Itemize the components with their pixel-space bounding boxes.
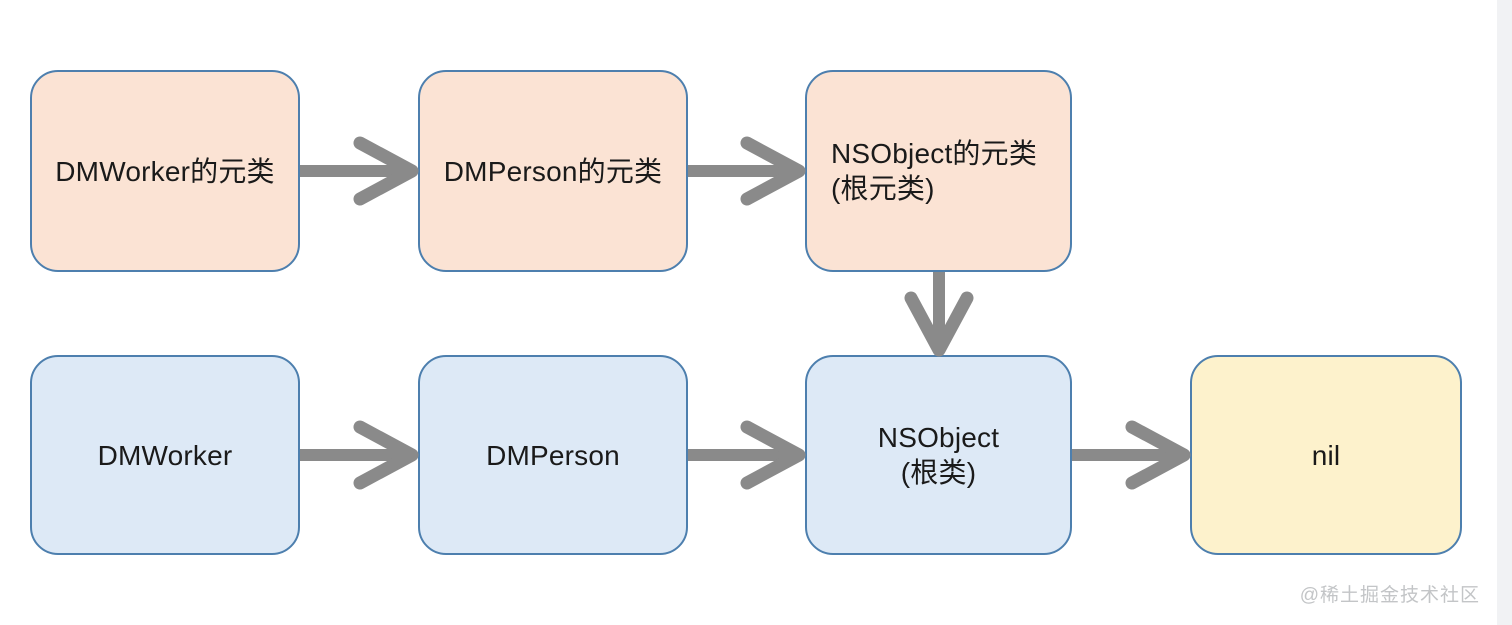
node-dmworker-class: DMWorker xyxy=(30,355,300,555)
arrow-dmperson-meta-to-nsobject-meta xyxy=(688,136,806,206)
node-label-line1: NSObject的元类 xyxy=(831,138,1038,169)
node-label: DMWorker的元类 xyxy=(55,155,275,187)
arrow-dmworker-to-dmperson xyxy=(300,420,419,490)
node-label-line1: NSObject xyxy=(877,422,1000,453)
node-label-line2: (根类) xyxy=(900,457,977,488)
node-label: DMPerson xyxy=(486,439,620,471)
node-nil: nil xyxy=(1190,355,1462,555)
arrow-dmperson-to-nsobject xyxy=(688,420,806,490)
node-dmworker-metaclass: DMWorker的元类 xyxy=(30,70,300,272)
node-nsobject-class: NSObject (根类) xyxy=(805,355,1072,555)
node-dmperson-metaclass: DMPerson的元类 xyxy=(418,70,688,272)
page-edge-strip xyxy=(1497,0,1512,625)
watermark: @稀土掘金技术社区 xyxy=(1299,585,1480,606)
arrow-nsobject-to-nil xyxy=(1072,420,1191,490)
node-dmperson-class: DMPerson xyxy=(418,355,688,555)
node-label-line2: (根元类) xyxy=(831,173,935,204)
node-label: DMWorker xyxy=(97,439,233,471)
node-label: DMPerson的元类 xyxy=(443,155,663,187)
arrow-dmworker-meta-to-dmperson-meta xyxy=(300,136,419,206)
node-nsobject-metaclass: NSObject的元类 (根元类) xyxy=(805,70,1072,272)
arrow-nsobject-meta-to-nsobject xyxy=(904,272,974,357)
node-label: nil xyxy=(1311,439,1341,471)
